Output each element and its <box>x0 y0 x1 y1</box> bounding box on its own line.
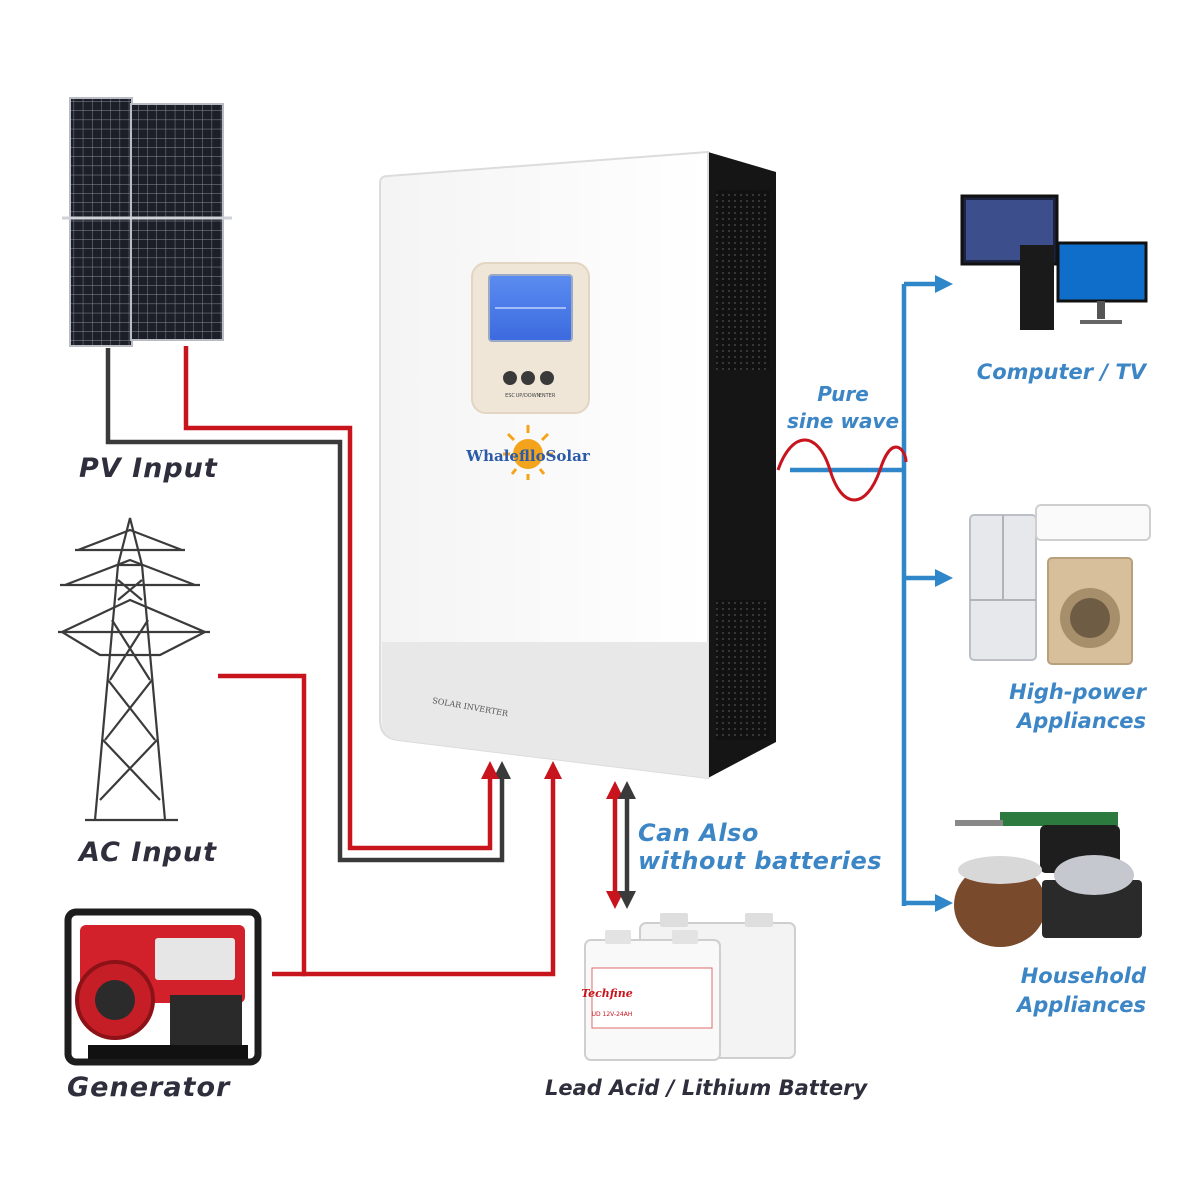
high-power-label: High-power Appliances <box>950 678 1146 736</box>
inverter-brand: WhaleflloSolar <box>465 447 591 465</box>
household-appliances-illustration <box>954 812 1142 947</box>
battery-brand: Techfine <box>581 987 633 1000</box>
transmission-tower-illustration <box>58 517 210 822</box>
ac-input-label: AC Input <box>79 837 218 868</box>
without-batteries-label: Can Also without batteries <box>638 819 882 875</box>
ac-input-wiring <box>218 673 562 977</box>
ac-output-wiring <box>790 275 953 912</box>
household-label: Household Appliances <box>950 962 1146 1020</box>
pv-negative-wire <box>105 348 511 863</box>
sine-wave-label: Pure sine wave <box>780 381 906 435</box>
battery-illustration: Techfine UD 12V-24AH <box>581 913 796 1061</box>
battery-label: Lead Acid / Lithium Battery <box>545 1076 868 1100</box>
computer-tv-label: Computer / TV <box>976 360 1146 384</box>
sine-wave-line-2: sine wave <box>786 409 900 433</box>
high-power-line-1: High-power <box>1009 680 1146 704</box>
button-label-esc: ESC <box>505 393 515 399</box>
sine-wave-line-1: Pure <box>817 382 869 406</box>
generator-label: Generator <box>67 1072 231 1103</box>
sine-wave-curve <box>776 438 908 502</box>
household-line-2: Appliances <box>1016 993 1146 1017</box>
without-batteries-line-1: Can Also <box>638 819 759 847</box>
battery-model: UD 12V-24AH <box>592 1011 633 1018</box>
pv-dc-wiring <box>105 346 511 863</box>
button-label-updown: UP/DOWN <box>516 393 541 399</box>
pv-input-label: PV Input <box>79 453 218 484</box>
household-line-1: Household <box>1020 964 1146 988</box>
generator-illustration <box>64 908 262 1066</box>
computer-tv-illustration <box>960 194 1148 330</box>
without-batteries-line-2: without batteries <box>638 847 883 875</box>
button-label-enter: ENTER <box>539 393 556 399</box>
high-power-line-2: Appliances <box>1016 709 1146 733</box>
battery-link <box>606 781 636 909</box>
inverter-illustration: WhaleflloSolar SOLAR INVERTER ESC UP/DOW… <box>379 150 776 780</box>
high-power-appliances-illustration <box>969 504 1151 665</box>
pv-positive-wire <box>183 346 499 851</box>
solar-panel-illustration <box>62 97 232 347</box>
sun-logo-icon <box>503 425 553 480</box>
